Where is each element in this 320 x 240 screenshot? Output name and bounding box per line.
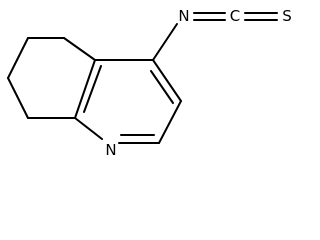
ring-nitrogen-label: N xyxy=(105,141,116,159)
chemical-structure-diagram: N N C S xyxy=(7,7,292,159)
bond-c4-n xyxy=(152,23,178,61)
bond-c8a-c4a-fusion xyxy=(74,59,96,119)
sulfur-label: S xyxy=(282,7,292,25)
bond-c7-c8 xyxy=(7,77,29,119)
pyridine-ring xyxy=(74,59,182,144)
isothiocyanate-group xyxy=(152,12,278,61)
bond-c8a-c4a-fusion-inner xyxy=(83,65,102,113)
bond-c4a-c5 xyxy=(63,37,96,61)
isothiocyanate-carbon-label: C xyxy=(230,7,240,25)
bond-c3-c2 xyxy=(158,100,182,144)
bond-n1-c8a xyxy=(74,117,103,140)
saturated-ring xyxy=(7,37,96,119)
bond-c6-c7 xyxy=(7,37,29,79)
isothiocyanate-nitrogen-label: N xyxy=(178,7,189,25)
bond-c4-c3-inner xyxy=(150,70,174,104)
bond-c4-c3 xyxy=(152,59,182,102)
